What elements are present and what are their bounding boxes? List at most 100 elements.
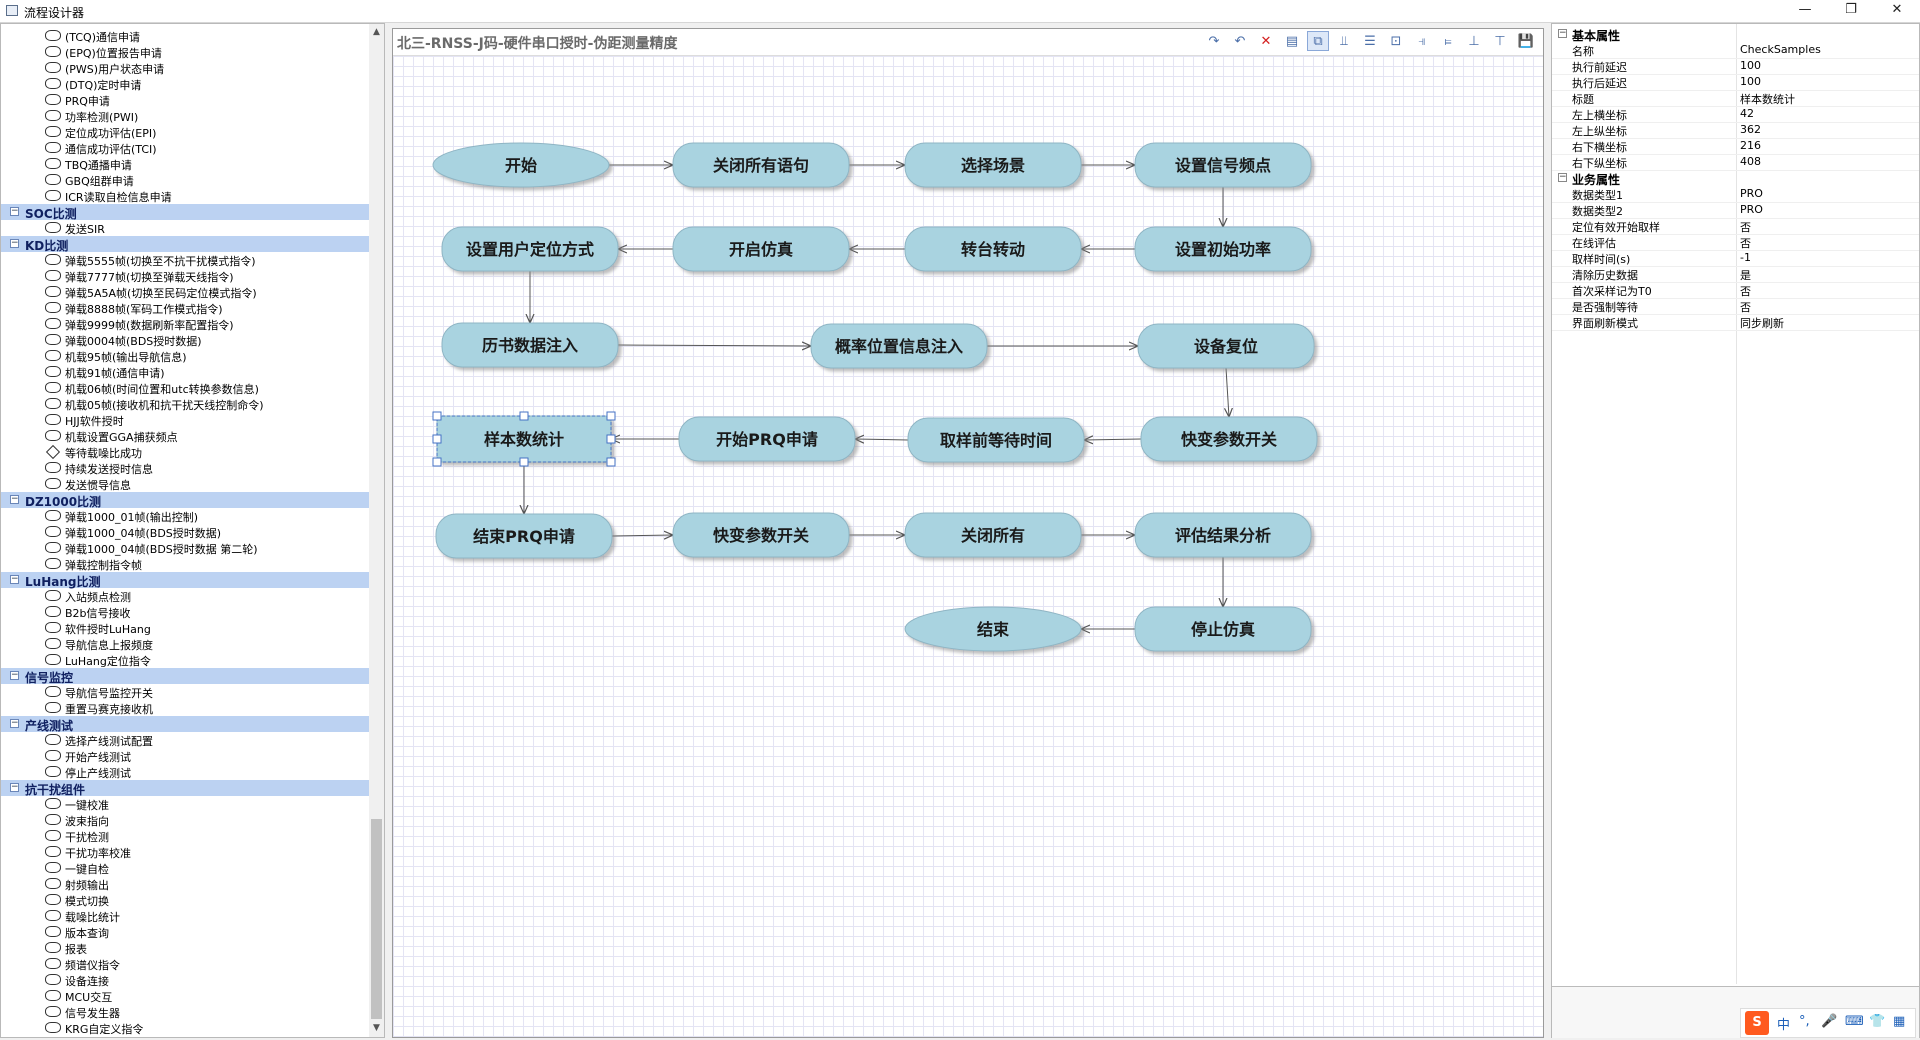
property-value[interactable]: -1 — [1740, 251, 1751, 264]
tree-item[interactable]: 发送SIR — [1, 220, 369, 236]
tree-item[interactable]: 软件授时LuHang — [1, 620, 369, 636]
flow-node-set-power[interactable]: 设置初始功率 — [1134, 226, 1312, 272]
align-left-icon[interactable]: ⫢ — [1444, 34, 1452, 49]
undo-icon[interactable]: ↶ — [1234, 34, 1246, 49]
tree-item[interactable]: 机载设置GGA捕获频点 — [1, 428, 369, 444]
collapse-icon[interactable]: − — [10, 782, 19, 792]
collapse-icon[interactable]: − — [10, 238, 19, 248]
toolbox-scrollbar[interactable]: ▲ ▼ — [369, 24, 384, 1037]
tree-item[interactable]: 机载91帧(通信申请) — [1, 364, 369, 380]
resize-handle[interactable] — [519, 411, 529, 421]
tree-item[interactable]: 频谱仪指令 — [1, 956, 369, 972]
resize-handle[interactable] — [606, 457, 616, 467]
redo-icon[interactable]: ↷ — [1208, 34, 1220, 49]
align-middle-icon[interactable]: ☰ — [1364, 34, 1376, 49]
tree-item[interactable]: 机载06帧(时间位置和utc转换参数信息) — [1, 380, 369, 396]
tree-item[interactable]: 选择产线测试配置 — [1, 732, 369, 748]
flow-node-wait-time[interactable]: 取样前等待时间 — [907, 417, 1085, 463]
tree-item[interactable]: 弹载9999帧(数据刷新率配置指令) — [1, 316, 369, 332]
resize-handle[interactable] — [606, 411, 616, 421]
tree-item[interactable]: 弹载1000_04帧(BDS授时数据) — [1, 524, 369, 540]
tree-item[interactable]: TBQ通播申请 — [1, 156, 369, 172]
tree-item[interactable]: 射频输出 — [1, 876, 369, 892]
tree-item[interactable]: 等待载噪比成功 — [1, 444, 369, 460]
property-value[interactable]: 42 — [1740, 107, 1754, 120]
property-category[interactable]: −业务属性 — [1552, 170, 1919, 187]
tree-item[interactable]: 通信成功评估(TCI) — [1, 140, 369, 156]
flow-node-eval[interactable]: 评估结果分析 — [1134, 512, 1312, 558]
property-value[interactable]: 362 — [1740, 123, 1761, 136]
tree-item[interactable]: 入站频点检测 — [1, 588, 369, 604]
tree-item[interactable]: 持续发送授时信息 — [1, 460, 369, 476]
scroll-down-icon[interactable]: ▼ — [373, 1023, 380, 1033]
tree-item[interactable]: 干扰检测 — [1, 828, 369, 844]
save-icon[interactable]: 💾 — [1517, 34, 1535, 49]
tree-category[interactable]: −DZ1000比测 — [1, 492, 369, 509]
tree-item[interactable]: 信号发生器 — [1, 1004, 369, 1020]
tree-item[interactable]: MCU交互 — [1, 988, 369, 1004]
tree-item[interactable]: 导航信息上报频度 — [1, 636, 369, 652]
align-right-icon[interactable]: ⫣ — [1418, 34, 1426, 49]
flow-node-start-sim[interactable]: 开启仿真 — [672, 226, 850, 272]
tree-category[interactable]: −信号监控 — [1, 668, 369, 685]
tree-item[interactable]: LuHang定位指令 — [1, 652, 369, 668]
property-row[interactable]: 定位有效开始取样否 — [1552, 218, 1919, 235]
flow-node-fast-param1[interactable]: 快变参数开关 — [1140, 416, 1318, 462]
minimize-button[interactable]: — — [1798, 2, 1812, 17]
collapse-icon[interactable]: − — [10, 718, 19, 728]
tree-item[interactable]: 弹载8888帧(军码工作模式指令) — [1, 300, 369, 316]
tree-category[interactable]: −产线测试 — [1, 716, 369, 733]
flow-node-close-all[interactable]: 关闭所有 — [904, 512, 1082, 558]
align-top-icon[interactable]: ⫫ — [1340, 34, 1348, 49]
flow-node-select-scene[interactable]: 选择场景 — [904, 142, 1082, 188]
tree-category[interactable]: −抗干扰组件 — [1, 780, 369, 797]
ime-mic-icon[interactable]: 🎤 — [1821, 1014, 1838, 1029]
tree-item[interactable]: 弹载5555帧(切换至不抗干扰模式指令) — [1, 252, 369, 268]
property-value[interactable]: CheckSamples — [1740, 43, 1821, 56]
property-splitter[interactable] — [1736, 24, 1737, 984]
tree-item[interactable]: (DTQ)定时申请 — [1, 76, 369, 92]
flow-node-samples[interactable]: 样本数统计 — [432, 411, 616, 467]
tree-item[interactable]: 弹载0004帧(BDS授时数据) — [1, 332, 369, 348]
tree-item[interactable]: ICR读取自检信息申请 — [1, 188, 369, 204]
tree-item[interactable]: 报表 — [1, 940, 369, 956]
restore-button[interactable]: ❐ — [1845, 2, 1857, 17]
paste-icon[interactable]: ▤ — [1285, 34, 1299, 49]
flow-node-set-freq[interactable]: 设置信号频点 — [1134, 142, 1312, 188]
tree-item[interactable]: 开始产线测试 — [1, 748, 369, 764]
tree-item[interactable]: 设备连接 — [1, 972, 369, 988]
property-value[interactable]: 否 — [1740, 237, 1751, 250]
tree-item[interactable]: 定位成功评估(EPI) — [1, 124, 369, 140]
property-value[interactable]: 是 — [1740, 269, 1751, 282]
property-row[interactable]: 在线评估否 — [1552, 234, 1919, 251]
collapse-icon[interactable]: − — [10, 574, 19, 584]
property-row[interactable]: 界面刷新模式同步刷新 — [1552, 314, 1919, 331]
scroll-up-icon[interactable]: ▲ — [373, 27, 380, 37]
ime-keyboard-icon[interactable]: ⌨ — [1845, 1014, 1864, 1029]
tree-item[interactable]: 机载05帧(接收机和抗干扰天线控制命令) — [1, 396, 369, 412]
collapse-icon[interactable]: − — [1558, 172, 1567, 182]
flow-node-start-prq[interactable]: 开始PRQ申请 — [678, 416, 856, 462]
scroll-thumb[interactable] — [371, 819, 382, 1019]
property-row[interactable]: 取样时间(s)-1 — [1552, 250, 1919, 267]
flow-node-reset[interactable]: 设备复位 — [1137, 323, 1315, 369]
property-row[interactable]: 是否强制等待否 — [1552, 298, 1919, 315]
flow-connector[interactable] — [1084, 439, 1142, 440]
tree-item[interactable]: 弹载7777帧(切换至弹载天线指令) — [1, 268, 369, 284]
flow-node-stop-sim[interactable]: 停止仿真 — [1134, 606, 1312, 652]
tree-category[interactable]: −SOC比测 — [1, 204, 369, 221]
tree-item[interactable]: 发送惯导信息 — [1, 476, 369, 492]
property-row[interactable]: 清除历史数据是 — [1552, 266, 1919, 283]
property-row[interactable]: 标题样本数统计 — [1552, 90, 1919, 107]
tree-item[interactable]: 导航信号监控开关 — [1, 684, 369, 700]
tree-item[interactable]: KRG自定义指令 — [1, 1020, 369, 1036]
tree-item[interactable]: 弹载控制指令帧 — [1, 556, 369, 572]
align-bottom-icon[interactable]: ⊥ — [1468, 34, 1480, 49]
close-button[interactable]: ✕ — [1891, 2, 1903, 17]
property-value[interactable]: PRO — [1740, 203, 1763, 216]
flow-diagram[interactable]: 开始关闭所有语句选择场景设置信号频点设置用户定位方式开启仿真转台转动设置初始功率… — [393, 56, 1543, 1037]
